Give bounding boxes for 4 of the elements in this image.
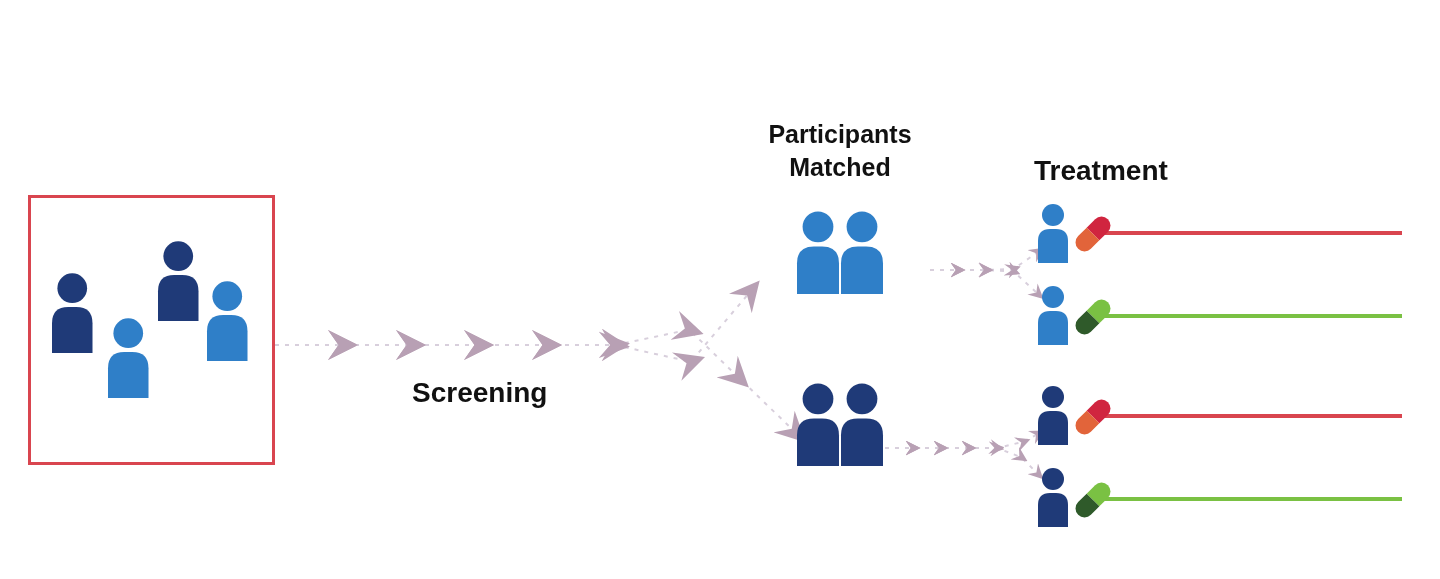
stage-label: Screening — [412, 376, 548, 410]
stage-label: Treatment — [1034, 154, 1168, 188]
node-heading: Participants Matched — [767, 119, 913, 183]
group-box — [28, 195, 275, 465]
